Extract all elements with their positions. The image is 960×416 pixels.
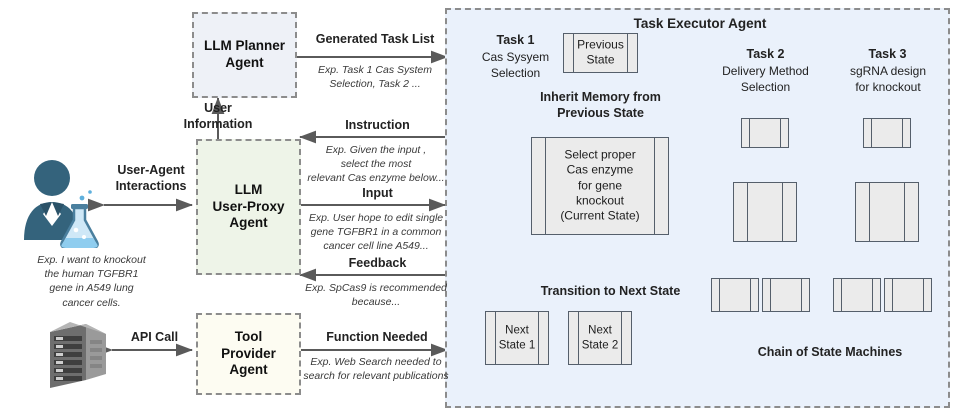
task-2-state-1[interactable]: [741, 118, 789, 148]
feedback-example: Exp. SpCas9 is recommended because...: [305, 282, 447, 309]
state-current-label: Select proper Cas enzyme for gene knocko…: [560, 147, 640, 224]
input-label: Input: [362, 186, 393, 200]
task-3-desc: sgRNA design for knockout: [849, 64, 927, 94]
feedback-label: Feedback: [348, 256, 407, 270]
state-previous[interactable]: Previous State: [563, 33, 638, 73]
llm-planner-agent[interactable]: LLM Planner Agent: [192, 12, 297, 98]
function-needed-label: Function Needed: [326, 330, 428, 344]
executor-title: Task Executor Agent: [633, 16, 767, 31]
chain-of-state-machines-label: Chain of State Machines: [757, 345, 903, 359]
tool-provider-agent[interactable]: Tool Provider Agent: [196, 313, 301, 395]
task-2-state-2[interactable]: [733, 182, 797, 242]
task-2-name: Task 2: [746, 47, 785, 61]
api-call-label: API Call: [130, 330, 179, 344]
task-3-name: Task 3: [868, 47, 907, 61]
task-2-state-3[interactable]: [711, 278, 759, 312]
state-next-1[interactable]: Next State 1: [485, 311, 549, 365]
task-2-state-4[interactable]: [762, 278, 810, 312]
transition-label: Transition to Next State: [540, 284, 681, 298]
state-current[interactable]: Select proper Cas enzyme for gene knocko…: [531, 137, 669, 235]
function-needed-example: Exp. Web Search needed to search for rel…: [303, 356, 449, 383]
task-1-desc: Cas Sysyem Selection: [481, 50, 550, 80]
llm-user-proxy-agent[interactable]: LLM User-Proxy Agent: [196, 139, 301, 275]
generated-task-list-example: Exp. Task 1 Cas System Selection, Task 2…: [318, 64, 432, 91]
state-previous-label: Previous State: [577, 37, 624, 67]
state-next-2-label: Next State 2: [581, 324, 619, 351]
task-3-state-1[interactable]: [863, 118, 911, 148]
task-2-desc: Delivery Method Selection: [722, 64, 809, 94]
task-1-name: Task 1: [496, 33, 535, 47]
state-next-1-label: Next State 1: [498, 324, 536, 351]
user-agent-interactions-label: User-Agent Interactions: [115, 163, 187, 193]
state-next-2[interactable]: Next State 2: [568, 311, 632, 365]
instruction-example: Exp. Given the input , select the most r…: [307, 144, 445, 185]
inherit-memory-label: Inherit Memory from Previous State: [540, 90, 661, 120]
input-example: Exp. User hope to edit single gene TGFBR…: [308, 212, 444, 253]
scientist-user-icon: [24, 160, 99, 248]
task-3-state-3[interactable]: [833, 278, 881, 312]
instruction-label: Instruction: [345, 118, 410, 132]
task-3-state-4[interactable]: [884, 278, 932, 312]
task-3-state-2[interactable]: [855, 182, 919, 242]
server-rack-icon: [50, 322, 106, 388]
user-information-label: User Information: [183, 101, 253, 131]
user-caption: Exp. I want to knockout the human TGFBR1…: [37, 254, 146, 309]
generated-task-list-label: Generated Task List: [315, 32, 435, 46]
